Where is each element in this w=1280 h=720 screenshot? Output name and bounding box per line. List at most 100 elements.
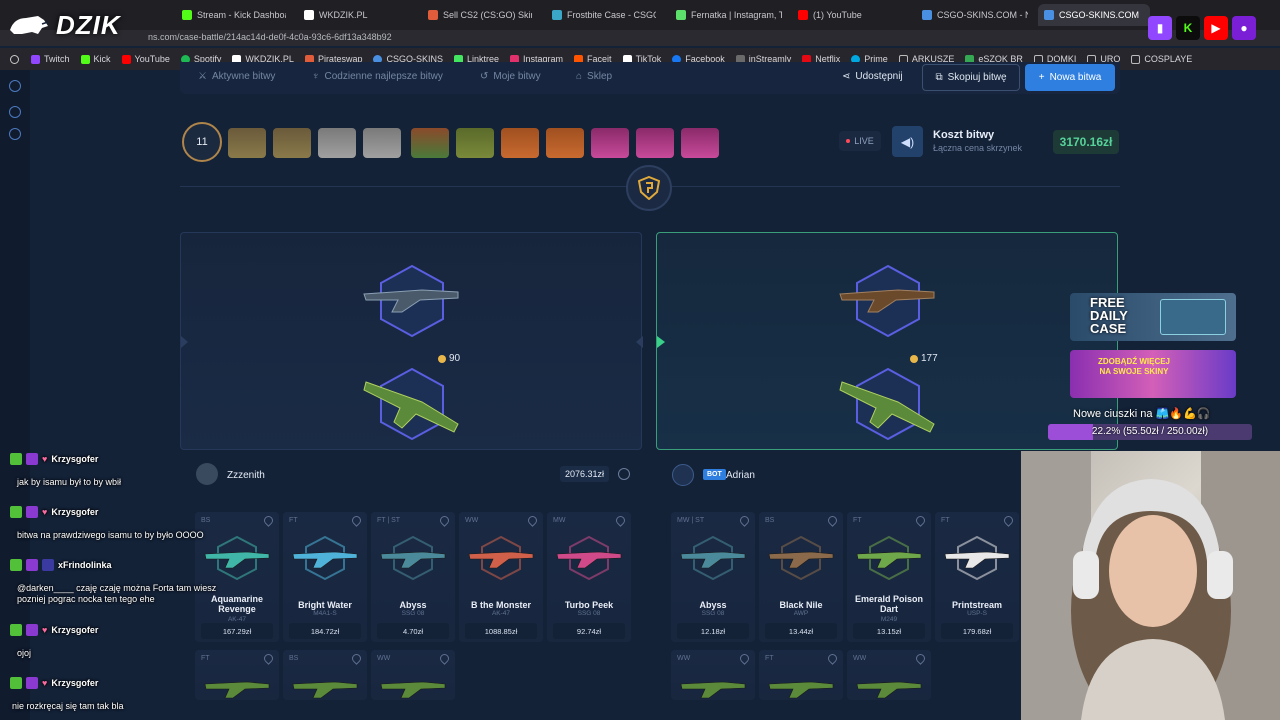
csgo-skins-icon xyxy=(922,10,932,20)
emoji-icon[interactable] xyxy=(618,468,630,480)
bookmark-item[interactable]: WKDZIK.PL xyxy=(232,54,294,64)
case-thumbnail[interactable] xyxy=(636,128,674,158)
browser-tab[interactable]: Frostbite Case - CSGO- xyxy=(552,6,656,24)
heart-icon[interactable] xyxy=(438,514,451,527)
bookmark-item[interactable]: Kick xyxy=(80,54,111,64)
case-thumbnail[interactable] xyxy=(318,128,356,158)
heart-icon[interactable] xyxy=(738,652,751,665)
case-thumbnail[interactable] xyxy=(363,128,401,158)
share-button[interactable]: ⋖Udostępnij xyxy=(842,71,903,82)
bookmark-item[interactable]: Faceit xyxy=(574,54,612,64)
weapon-skin-icon xyxy=(204,681,270,699)
heart-icon[interactable] xyxy=(914,652,927,665)
bookmark-item[interactable]: Linktree xyxy=(453,54,499,64)
bookmark-item[interactable]: eSZOK BR xyxy=(965,54,1023,64)
new-battle-button[interactable]: +Nowa bitwa xyxy=(1025,64,1115,91)
heart-icon[interactable] xyxy=(350,514,363,527)
item-weapon-type: AWP xyxy=(793,610,809,617)
item-price: 167.29zł xyxy=(201,623,273,639)
item-condition: BS xyxy=(201,517,211,524)
copy-battle-button[interactable]: ⧉Skopiuj bitwę xyxy=(922,64,1020,91)
bookmark-item[interactable]: Prime xyxy=(851,54,888,64)
drop-coin-value: 90 xyxy=(438,353,460,364)
bookmark-item[interactable]: Netflix xyxy=(802,54,840,64)
browser-tab-active[interactable]: CSGO-SKINS.COM xyxy=(1038,4,1150,26)
heart-icon[interactable] xyxy=(826,514,839,527)
kick-icon: K xyxy=(1176,16,1200,40)
bookmark-item[interactable]: Facebook xyxy=(672,54,725,64)
bookmark-item[interactable]: Pirateswap xyxy=(304,54,362,64)
address-bar[interactable]: ns.com/case-battle/214ac14d-de0f-4c0a-93… xyxy=(0,30,1280,46)
sidebar-icon[interactable] xyxy=(9,128,21,140)
item-name: Abyss xyxy=(399,600,427,610)
heart-icon[interactable] xyxy=(738,514,751,527)
browser-tab[interactable]: CSGO-SKINS.COM - Na xyxy=(922,6,1028,24)
heart-icon[interactable] xyxy=(1002,514,1015,527)
sound-toggle-button[interactable]: ◀) xyxy=(892,126,923,157)
bookmark-settings-icon[interactable] xyxy=(10,54,19,64)
heart-icon[interactable] xyxy=(262,652,275,665)
browser-tab[interactable]: Sell CS2 (CS:GO) Skins xyxy=(428,6,532,24)
bookmark-folder[interactable]: COSPLAYE xyxy=(1131,54,1192,64)
weapon-skin-icon xyxy=(380,551,446,569)
case-thumbnail[interactable] xyxy=(501,128,539,158)
case-thumbnail[interactable] xyxy=(411,128,449,158)
heart-icon[interactable] xyxy=(826,652,839,665)
bookmark-item[interactable]: CSGO-SKINS xyxy=(373,54,443,64)
speaker-icon: ◀) xyxy=(900,134,915,149)
bookmark-item[interactable]: Twitch xyxy=(31,54,70,64)
item-weapon-type: USP-S xyxy=(967,610,987,617)
nav-shop[interactable]: ⌂Sklep xyxy=(576,71,613,82)
item-card[interactable]: BS xyxy=(283,650,367,700)
weapon-skin-icon xyxy=(856,681,922,699)
bookmark-item[interactable]: TikTok xyxy=(622,54,661,64)
heart-icon[interactable] xyxy=(438,652,451,665)
heart-icon[interactable] xyxy=(914,514,927,527)
nav-daily-best[interactable]: ♆Codzienne najlepsze bitwy xyxy=(312,71,443,82)
player-1-avatar[interactable] xyxy=(196,463,218,485)
case-thumbnail[interactable] xyxy=(591,128,629,158)
more-skins-ad[interactable]: ZDOBĄDŹ WIĘCEJ NA SWOJE SKINY xyxy=(1070,350,1236,398)
heart-icon[interactable] xyxy=(614,514,627,527)
case-thumbnail[interactable] xyxy=(273,128,311,158)
bookmark-item[interactable]: YouTube xyxy=(121,54,170,64)
case-thumbnail[interactable] xyxy=(456,128,494,158)
item-weapon-type: SSG 08 xyxy=(577,610,601,617)
browser-tab[interactable]: (1) YouTube xyxy=(798,6,898,24)
case-thumbnail[interactable] xyxy=(546,128,584,158)
nav-my-battles[interactable]: ↺Moje bitwy xyxy=(480,71,541,82)
player-2-name[interactable]: Adrian xyxy=(726,470,755,481)
item-card[interactable]: WW xyxy=(847,650,931,700)
sidebar-icon[interactable] xyxy=(9,106,21,118)
heart-icon[interactable] xyxy=(526,514,539,527)
bookmark-item[interactable]: inStreamly xyxy=(735,54,791,64)
browser-tab[interactable]: Stream - Kick Dashboar xyxy=(182,6,286,24)
case-thumbnail[interactable] xyxy=(228,128,266,158)
item-card[interactable]: FT xyxy=(195,650,279,700)
item-condition: FT xyxy=(289,517,298,524)
chat-message: ♥Krzysgofer xyxy=(10,677,98,689)
heart-icon[interactable] xyxy=(350,652,363,665)
bookmark-item[interactable]: Instagram xyxy=(510,54,563,64)
sidebar-icon[interactable] xyxy=(9,80,21,92)
item-card[interactable]: WW xyxy=(671,650,755,700)
case-thumbnail[interactable] xyxy=(681,128,719,158)
player-1-name[interactable]: Zzzenith xyxy=(227,470,265,481)
bookmark-item[interactable]: Spotify xyxy=(180,54,221,64)
item-card[interactable]: WW xyxy=(371,650,455,700)
heart-icon[interactable] xyxy=(262,514,275,527)
nav-active-battles[interactable]: ⚔Aktywne bitwy xyxy=(198,71,276,82)
browser-tab[interactable]: WKDZIK.PL xyxy=(304,6,414,24)
free-daily-case-ad[interactable]: FREE DAILY CASE xyxy=(1070,293,1236,341)
browser-tab[interactable]: Fernatka | Instagram, Ti xyxy=(676,6,782,24)
item-card[interactable]: FT xyxy=(759,650,843,700)
